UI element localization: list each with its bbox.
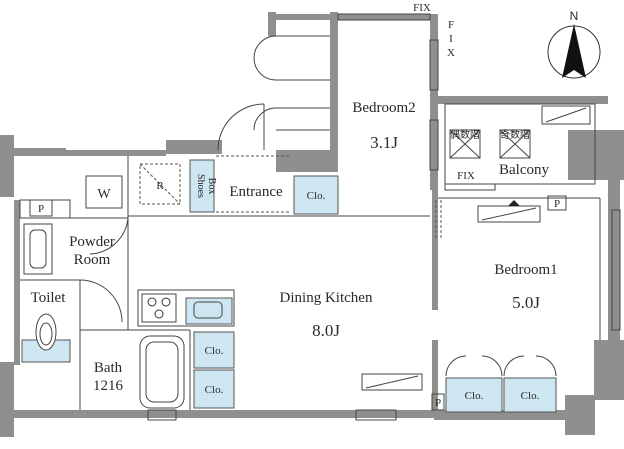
north-arrow-icon: N	[547, 9, 601, 79]
fix-side-label-x: X	[447, 47, 455, 59]
bath-label: Bath	[94, 360, 123, 376]
dining-kitchen-label: Dining Kitchen	[280, 290, 373, 306]
closet-kitchen-upper	[193, 331, 235, 369]
pipe-space-label-2: P	[554, 198, 560, 210]
shoes-box-label-2: Box	[206, 178, 217, 195]
shoes-box	[189, 159, 215, 213]
pipe-space-label-1: P	[38, 203, 44, 215]
entrance-label: Entrance	[229, 184, 283, 200]
outdoor-unit	[541, 105, 591, 125]
powder-room-label-1: Powder	[69, 234, 115, 250]
bedroom2-label: Bedroom2	[352, 100, 415, 116]
balcony-label: Balcony	[499, 162, 549, 178]
bath-size: 1216	[93, 378, 124, 394]
doors	[70, 35, 557, 377]
arrow-icon	[508, 200, 520, 206]
air-conditioner-dk	[361, 373, 423, 391]
bedroom1-area: 5.0J	[512, 293, 540, 312]
refrigerator-icon: R	[139, 163, 181, 205]
washbasin-icon	[23, 223, 53, 275]
stove-icon	[141, 293, 177, 323]
closets: Clo. Clo. Clo. Clo. Clo. Shoes Box	[185, 159, 557, 413]
fix-side-label-i: I	[449, 33, 453, 45]
shoes-box-label-1: Shoes	[195, 174, 206, 198]
powder-room-label-2: Room	[74, 252, 111, 268]
pipe-space-label-3: P	[435, 397, 441, 409]
fix-side-label-f: F	[448, 19, 454, 31]
svg-text:R: R	[156, 180, 164, 192]
toilet-label: Toilet	[31, 290, 67, 306]
walls	[0, 12, 624, 437]
washer-icon: W	[85, 175, 123, 209]
fix-top-label: FIX	[413, 2, 431, 14]
windows	[147, 13, 621, 421]
labels: FIX F I X FIX Bedroom2 3.1J Balcony Entr…	[31, 2, 558, 394]
fixtures: W R P P P	[21, 105, 591, 411]
closet-bedroom1-right	[503, 377, 557, 413]
hatch-odd-label: 奇数階	[500, 128, 530, 141]
bedroom2-area: 3.1J	[370, 133, 398, 152]
svg-text:W: W	[97, 187, 111, 202]
hatch-even-label: 偶数階	[450, 128, 480, 141]
closet-kitchen-lower	[193, 369, 235, 409]
evacuation-hatch-odd-icon	[499, 129, 531, 159]
evacuation-hatch-even-icon	[449, 129, 481, 159]
closet-entrance	[293, 175, 339, 215]
bathtub-icon	[139, 335, 185, 409]
closet-kitchen-upper-label: Clo.	[205, 345, 224, 357]
dining-kitchen-area: 8.0J	[312, 321, 340, 340]
toilet-icon	[21, 313, 71, 363]
bedroom1-label: Bedroom1	[494, 262, 557, 278]
closet-kitchen-lower-label: Clo.	[205, 384, 224, 396]
closet-bedroom1-left-label: Clo.	[465, 390, 484, 402]
closet-bedroom1-left	[445, 377, 503, 413]
closet-bedroom1-right-label: Clo.	[521, 390, 540, 402]
fix-balcony-label: FIX	[457, 170, 475, 182]
north-label: N	[570, 9, 579, 23]
closet-entrance-label: Clo.	[307, 190, 326, 202]
